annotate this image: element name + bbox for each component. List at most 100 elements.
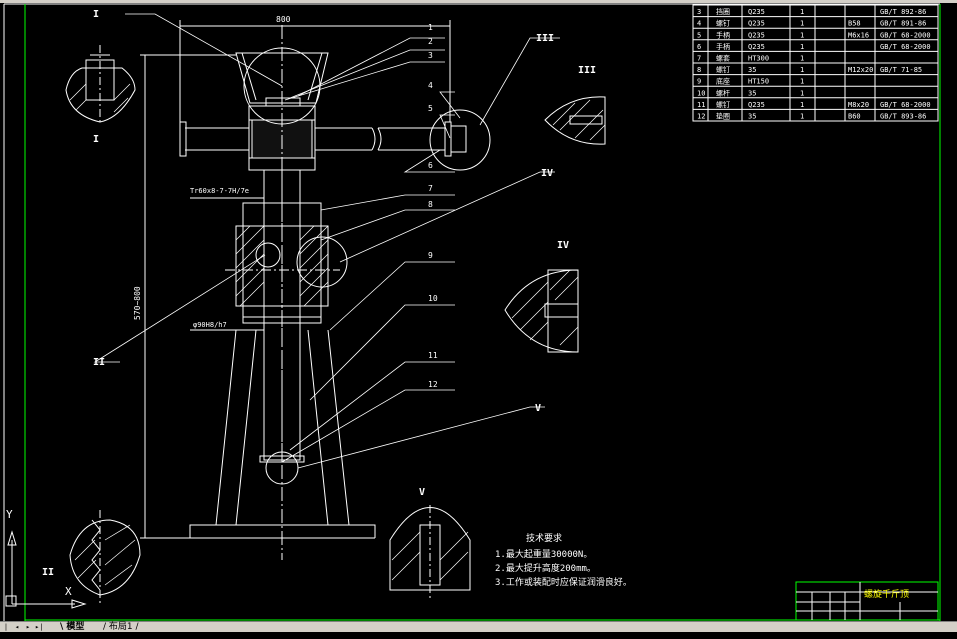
- drawing-frame: [3, 3, 941, 621]
- jack-assembly-view: [140, 20, 491, 560]
- bom-cell: 35: [748, 113, 756, 121]
- title-block-name: 螺旋千斤顶: [864, 588, 909, 600]
- bom-cell: M8x20: [848, 101, 869, 109]
- detail-view-I: [65, 45, 136, 125]
- view-label-III-leader: III: [536, 33, 554, 44]
- ucs-icon: [5, 530, 87, 609]
- bom-cell: GB/T 892-86: [880, 8, 926, 16]
- bom-cell: HT300: [748, 55, 769, 63]
- detail-view-III: [544, 96, 606, 145]
- bom-cell: 1: [800, 89, 804, 97]
- bom-cell: 手柄: [716, 30, 730, 39]
- balloon-number: 11: [428, 351, 438, 360]
- window-top-strip: [0, 0, 957, 3]
- bom-cell: 1: [800, 101, 804, 109]
- balloon-number: 8: [428, 200, 433, 209]
- tab-last-button[interactable]: ▸|: [35, 623, 44, 631]
- bom-cell: B60: [848, 113, 861, 121]
- balloon-number: 5: [428, 104, 433, 113]
- tech-req-item-2: 2.最大提升高度200mm。: [495, 562, 596, 574]
- detail-view-IV: [504, 269, 579, 353]
- view-label-II: II: [42, 567, 54, 578]
- bom-cell: M12x20: [848, 66, 873, 74]
- view-label-V: V: [419, 487, 425, 498]
- bom-cell: GB/T 68-2000: [880, 101, 931, 109]
- balloon-number: 3: [428, 51, 433, 60]
- tab-layout1[interactable]: / 布局1 /: [103, 622, 139, 632]
- bom-cell: 螺杆: [716, 88, 730, 97]
- title-block: [795, 581, 939, 621]
- tab-next-button[interactable]: ▸: [25, 623, 31, 631]
- bom-cell: 35: [748, 89, 756, 97]
- balloon-number: 1: [428, 23, 433, 32]
- dimension-thread: Tr60x8-7-7H/7e: [190, 187, 249, 195]
- bom-cell: 1: [800, 8, 804, 16]
- balloon-number: 4: [428, 81, 433, 90]
- bom-cell: 3: [697, 8, 701, 16]
- dimension-height: 570~800: [133, 286, 142, 320]
- bom-cell: 挡圈: [716, 7, 730, 16]
- view-label-III: III: [578, 65, 596, 76]
- layout-tab-bar: |◂ ◂ ▸ ▸| \ 模型 / 布局1 /: [0, 621, 957, 639]
- bom-cell: 7: [697, 55, 701, 63]
- dimension-fit: φ90H8/h7: [193, 321, 227, 329]
- bom-cell: B58: [848, 20, 861, 28]
- bom-cell: 11: [697, 101, 705, 109]
- ucs-x-label: X: [65, 585, 72, 598]
- bom-cell: 垫圈: [716, 112, 730, 121]
- balloon-number: 10: [428, 294, 438, 303]
- bom-cell: 1: [800, 43, 804, 51]
- balloon-number: 9: [428, 251, 433, 260]
- detail-view-V: [389, 505, 471, 600]
- technical-requirements: 技术要求 1.最大起重量30000N。 2.最大提升高度200mm。 3.工作或…: [495, 532, 632, 588]
- tab-model[interactable]: \ 模型: [60, 622, 85, 632]
- bom-cell: 螺套: [716, 54, 730, 63]
- tech-req-item-3: 3.工作或装配时应保证润滑良好。: [495, 576, 632, 588]
- tech-req-item-1: 1.最大起重量30000N。: [495, 548, 592, 560]
- bom-cell: 底座: [716, 77, 730, 86]
- ucs-y-label: Y: [6, 508, 13, 521]
- bom-cell: 35: [748, 66, 756, 74]
- bom-cell: 4: [697, 20, 701, 28]
- balloon-number: 12: [428, 380, 438, 389]
- tech-req-title: 技术要求: [526, 532, 562, 544]
- bom-cell: 1: [800, 20, 804, 28]
- bom-cell: 螺钉: [716, 100, 730, 109]
- bom-cell: GB/T 68-2000: [880, 31, 931, 39]
- bom-cell: 1: [800, 31, 804, 39]
- bom-cell: Q235: [748, 101, 765, 109]
- bom-cell: 5: [697, 31, 701, 39]
- bom-cell: GB/T 71-85: [880, 66, 922, 74]
- view-label-I: I: [93, 134, 99, 145]
- balloon-number: 7: [428, 184, 433, 193]
- bom-cell: 螺钉: [716, 65, 730, 74]
- bom-cell: 9: [697, 78, 701, 86]
- view-label-II-leader: II: [93, 357, 105, 368]
- bom-cell: 螺钉: [716, 19, 730, 28]
- bom-cell: 手柄: [716, 42, 730, 51]
- bom-cell: 1: [800, 78, 804, 86]
- bom-cell: 10: [697, 89, 705, 97]
- bom-cell: 1: [800, 113, 804, 121]
- bom-cell: Q235: [748, 31, 765, 39]
- bom-cell: 1: [800, 55, 804, 63]
- view-label-IV-leader: IV: [541, 168, 553, 179]
- balloon-number: 6: [428, 161, 433, 170]
- tab-prev-button[interactable]: ◂: [14, 623, 20, 631]
- bom-cell: 1: [800, 66, 804, 74]
- dimension-width: 800: [276, 15, 291, 24]
- bom-cell: M6x16: [848, 31, 869, 39]
- tab-first-button[interactable]: |◂: [3, 623, 9, 639]
- bom-cell: Q235: [748, 20, 765, 28]
- view-label-I-top: I: [93, 9, 99, 20]
- balloon-number: 2: [428, 37, 433, 46]
- bom-cell: 8: [697, 66, 701, 74]
- bom-cell: Q235: [748, 8, 765, 16]
- bom-cell: 6: [697, 43, 701, 51]
- bom-cell: HT150: [748, 78, 769, 86]
- bom-cell: GB/T 68-2000: [880, 43, 931, 51]
- bom-cell: Q235: [748, 43, 765, 51]
- view-label-V-leader: V: [535, 403, 541, 414]
